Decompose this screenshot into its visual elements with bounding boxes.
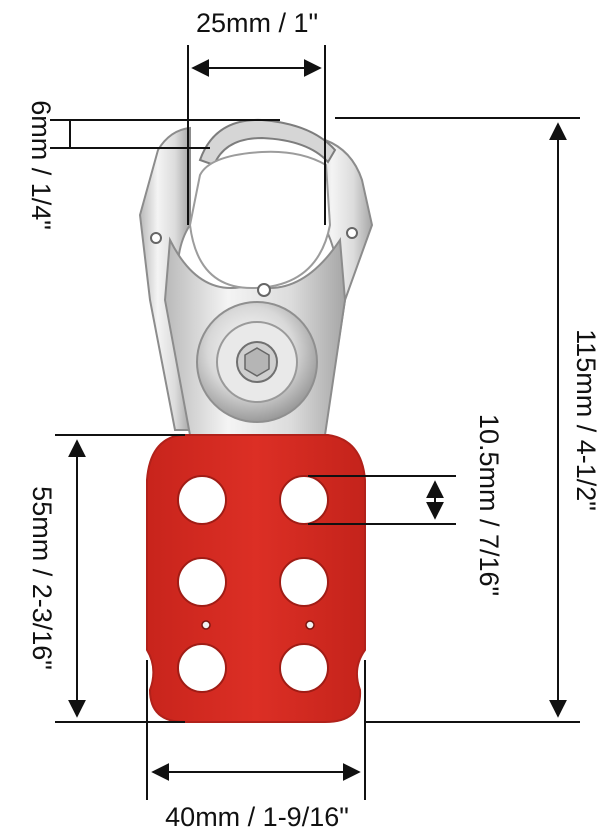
- hasp-opening: [188, 150, 332, 290]
- lock-holes: [177, 475, 329, 693]
- hole-diameter-label: 10.5mm / 7/16": [474, 414, 504, 596]
- lock-hole: [279, 475, 329, 525]
- dimension-labels: 25mm / 1" 6mm / 1/4" 115mm / 4-1/2" 10.5…: [26, 8, 600, 832]
- dimension-lines: [50, 45, 580, 800]
- lock-hole: [279, 643, 329, 693]
- upper-hook: [198, 118, 337, 167]
- pivot-hex-head: [244, 347, 270, 377]
- shackle-thickness-label: 6mm / 1/4": [26, 100, 56, 230]
- lock-hole: [177, 557, 227, 607]
- lock-hole: [177, 475, 227, 525]
- total-height-label: 115mm / 4-1/2": [571, 329, 600, 511]
- rivet-center: [257, 283, 271, 297]
- rivet-right: [346, 227, 358, 239]
- lock-hole: [279, 557, 329, 607]
- bottom-width-label: 40mm / 1-9/16": [165, 802, 349, 832]
- red-section-height-label: 55mm / 2-3/16": [27, 486, 57, 670]
- red-rivet-right: [305, 620, 315, 630]
- hasp-red-section: [146, 434, 366, 723]
- red-rivet-left: [201, 620, 211, 630]
- top-width-label: 25mm / 1": [196, 8, 318, 38]
- rivet-left: [150, 232, 162, 244]
- hasp-metal-body: [138, 118, 374, 436]
- lock-hole: [177, 643, 227, 693]
